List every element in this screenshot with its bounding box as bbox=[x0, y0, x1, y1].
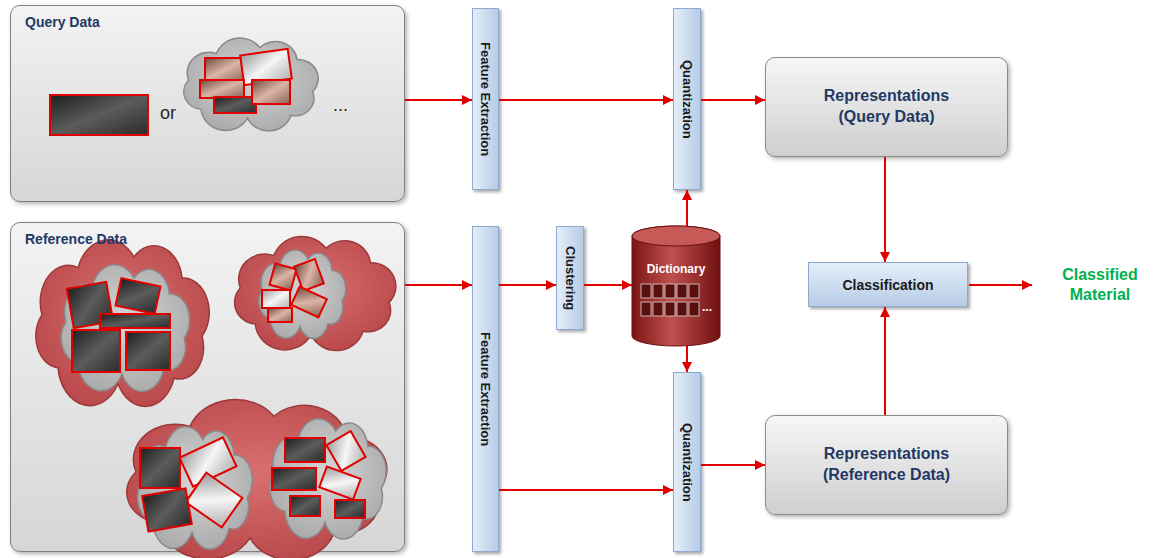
representation-box: Representations (Query Data) bbox=[765, 57, 1008, 157]
node-text: Reference Data bbox=[25, 231, 127, 247]
flow-arrow bbox=[686, 190, 688, 226]
cylinder-top bbox=[632, 226, 720, 246]
node-text: Classification bbox=[842, 277, 933, 293]
node-text: Clustering bbox=[563, 246, 578, 310]
material-sample bbox=[67, 278, 170, 372]
node-text: Representations (Query Data) bbox=[802, 86, 972, 128]
class-cloud bbox=[36, 240, 209, 407]
flow-arrow bbox=[405, 284, 472, 286]
process-box: Quantization bbox=[673, 8, 701, 190]
sample-cloud bbox=[259, 250, 346, 339]
class-cloud bbox=[127, 400, 387, 558]
representation-box: Representations (Reference Data) bbox=[765, 415, 1008, 515]
class-cloud bbox=[235, 237, 396, 351]
cylinder-body bbox=[632, 226, 720, 346]
flow-arrow bbox=[701, 464, 765, 466]
flow-arrow bbox=[584, 284, 632, 286]
material-sample bbox=[50, 95, 148, 135]
flow-arrow bbox=[884, 307, 886, 415]
sample-cloud bbox=[184, 38, 318, 131]
dictionary-entries bbox=[641, 284, 699, 316]
node-text: Representations (Reference Data) bbox=[802, 444, 972, 486]
process-box: Quantization bbox=[673, 372, 701, 552]
material-sample bbox=[262, 259, 327, 322]
material-sample bbox=[200, 49, 292, 113]
sample-cloud bbox=[270, 419, 386, 539]
classification-box: Classification bbox=[808, 262, 968, 307]
node-text: Feature Extraction bbox=[478, 332, 493, 446]
flow-arrow bbox=[686, 346, 688, 372]
process-box: Feature Extraction bbox=[472, 8, 499, 190]
ellipsis-text: ... bbox=[702, 300, 712, 314]
node-text: Quantization bbox=[680, 60, 695, 139]
flow-arrow bbox=[499, 99, 673, 101]
process-box: Feature Extraction bbox=[472, 226, 499, 552]
flow-arrow bbox=[499, 489, 673, 491]
conjunction-text: or bbox=[160, 103, 176, 124]
node-text: Feature Extraction bbox=[478, 42, 493, 156]
process-box: Clustering bbox=[556, 226, 584, 330]
node-text: Query Data bbox=[25, 14, 100, 30]
flow-arrow bbox=[499, 284, 556, 286]
material-sample bbox=[140, 431, 366, 532]
sample-cloud bbox=[61, 265, 189, 392]
flow-arrow bbox=[701, 99, 765, 101]
flow-arrow bbox=[884, 157, 886, 262]
output-arrow bbox=[969, 284, 1032, 286]
result-label: Classified Material bbox=[1040, 265, 1160, 305]
sample-cloud bbox=[138, 427, 252, 549]
node-text: Quantization bbox=[680, 423, 695, 502]
ellipsis-text: ... bbox=[333, 95, 348, 116]
flow-arrow bbox=[405, 99, 472, 101]
node-text: Dictionary bbox=[647, 262, 706, 276]
